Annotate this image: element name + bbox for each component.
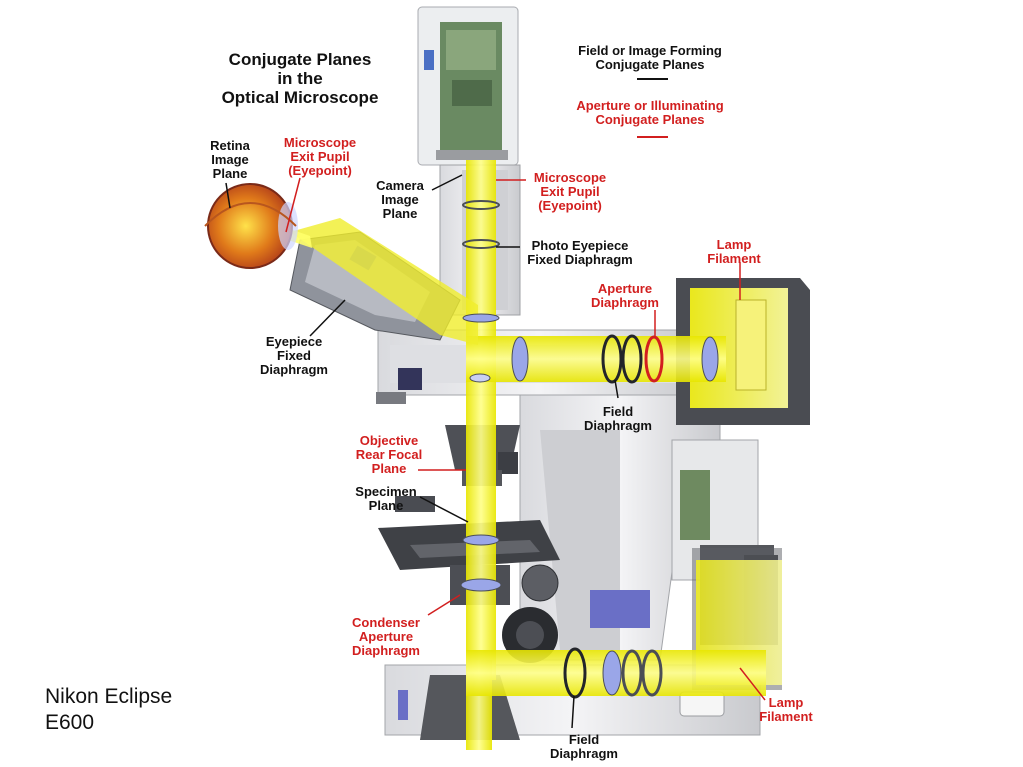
caption-model-name: Nikon Eclipse E600 [45,685,173,734]
label-lamp-filament-top: Lamp Filament [707,237,761,266]
label-photo-eyepiece-diaphragm: Photo Eyepiece Fixed Diaphragm [527,238,633,267]
label-aperture-diaphragm: Aperture Diaphragm [591,281,659,310]
legend-field-label: Field or Image Forming Conjugate Planes [578,43,722,72]
label-exit-pupil-eye: Microscope Exit Pupil (Eyepoint) [283,135,357,178]
microscope-stand [519,394,778,661]
camera-body [417,6,519,166]
label-camera-image-plane: Camera Image Plane [376,178,424,221]
label-eyepiece-fixed-diaphragm: Eyepiece Fixed Diaphragm [260,334,328,377]
legend-aperture-label: Aperture or Illuminating Conjugate Plane… [576,98,724,127]
label-lamp-filament-bottom: Lamp Filament [759,695,813,724]
lamp-house-top [676,278,810,425]
label-field-diaphragm-top: Field Diaphragm [584,404,652,433]
label-retina-image-plane: Retina Image Plane [210,138,250,181]
label-objective-rear-focal-plane: Objective Rear Focal Plane [355,433,423,476]
eye-illustration [204,183,298,269]
diagram-title: Conjugate Planes in the Optical Microsco… [221,50,379,107]
label-specimen-plane: Specimen Plane [355,484,417,513]
label-field-diaphragm-bottom: Field Diaphragm [550,732,618,761]
lens-elements [460,200,719,699]
label-exit-pupil-camera: Microscope Exit Pupil (Eyepoint) [533,170,607,213]
leader-lines [225,174,766,729]
label-condenser-aperture-diaphragm: Condenser Aperture Diaphragm [352,615,420,658]
